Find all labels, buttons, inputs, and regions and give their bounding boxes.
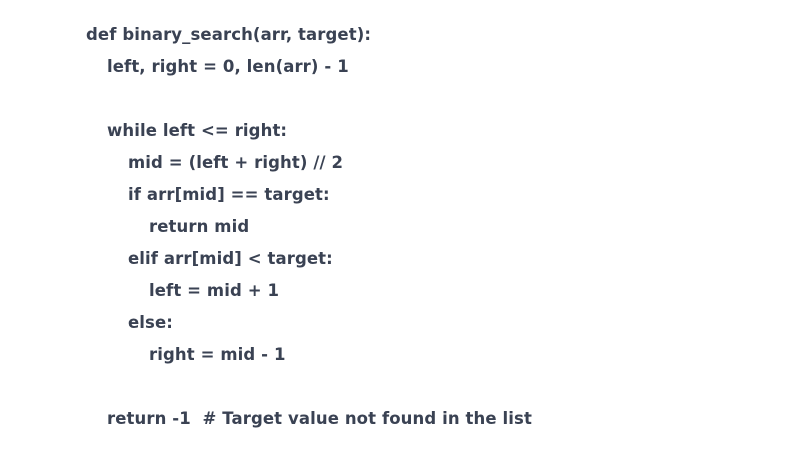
code-line: if arr[mid] == target: — [128, 185, 330, 204]
code-line-blank — [86, 83, 786, 115]
code-line: return -1 # Target value not found in th… — [107, 409, 532, 428]
code-line: mid = (left + right) // 2 — [128, 153, 344, 172]
code-line: while left <= right: — [107, 121, 288, 140]
code-content: def binary_search(arr, target): left, rig… — [86, 19, 786, 435]
code-line: def binary_search(arr, target): — [86, 25, 372, 44]
code-line-blank — [86, 371, 786, 403]
code-block: def binary_search(arr, target): left, rig… — [86, 19, 786, 435]
code-line: return mid — [149, 217, 250, 236]
code-line: else: — [128, 313, 173, 332]
code-line: left, right = 0, len(arr) - 1 — [107, 57, 349, 76]
code-line: elif arr[mid] < target: — [128, 249, 333, 268]
code-line: right = mid - 1 — [149, 345, 286, 364]
code-line: left = mid + 1 — [149, 281, 280, 300]
